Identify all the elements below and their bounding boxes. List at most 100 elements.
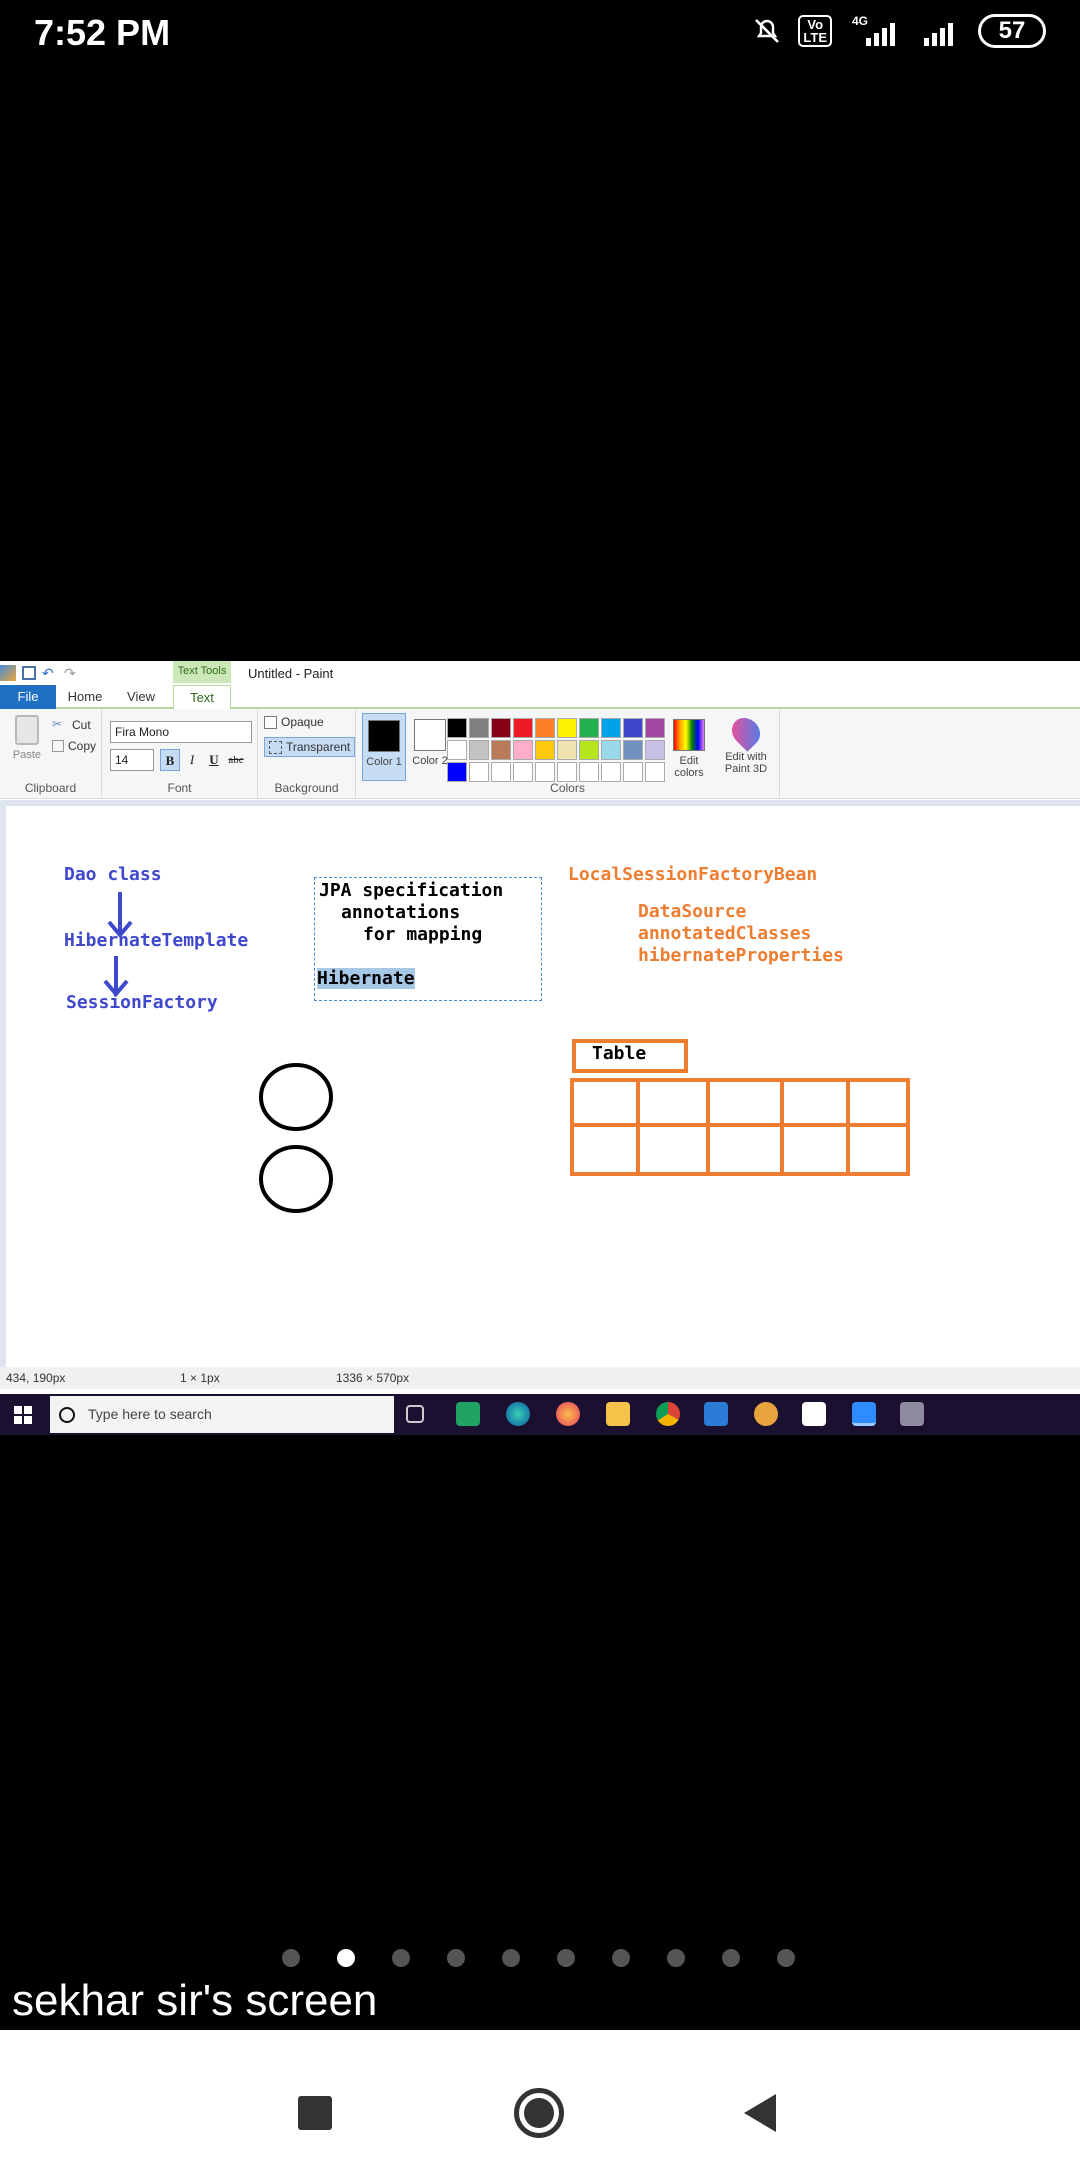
palette-swatch[interactable] [579,718,599,738]
font-group: Fira Mono 14 B I U abc Font [102,709,258,799]
copy-button[interactable]: Copy [52,739,96,753]
copy-label: Copy [68,739,97,753]
recents-button[interactable] [298,2096,332,2130]
cut-button[interactable]: ✂Cut [52,717,91,733]
palette-swatch[interactable] [601,718,621,738]
drawing-canvas[interactable]: Dao class HibernateTemplate SessionFacto… [6,806,1080,1367]
text-box-selection[interactable]: JPA specification annotations for mappin… [314,877,542,1001]
tab-text[interactable]: Text [173,685,231,709]
ribbon: Paste ✂Cut Copy Clipboard Fira Mono 14 B… [0,709,1080,799]
svg-text:4G: 4G [852,14,868,28]
palette-swatch[interactable] [579,740,599,760]
palette-swatch[interactable] [601,762,621,782]
page-dot [722,1949,740,1967]
cut-label: Cut [72,718,91,732]
palette-swatch[interactable] [535,718,555,738]
palette-swatch[interactable] [623,718,643,738]
back-button[interactable] [742,2092,778,2134]
palette-swatch[interactable] [645,718,665,738]
mute-icon [755,19,780,43]
orange-title: LocalSessionFactoryBean [568,864,818,885]
palette-swatch[interactable] [557,740,577,760]
redo-icon[interactable]: ↷ [64,665,76,681]
page-dot [667,1949,685,1967]
down-arrow-icon [107,892,133,939]
color2-button[interactable]: Color 2 [408,713,452,781]
palette-swatch[interactable] [535,762,555,782]
tab-file[interactable]: File [0,685,56,709]
palette-swatch[interactable] [447,740,467,760]
home-button[interactable] [514,2088,564,2138]
palette-swatch[interactable] [535,740,555,760]
status-time: 7:52 PM [34,12,171,53]
transparent-button[interactable]: Transparent [264,737,356,757]
chrome-icon[interactable] [656,1402,680,1426]
palette-swatch[interactable] [469,740,489,760]
palette-swatch[interactable] [557,718,577,738]
circle-shape [259,1145,333,1213]
strikethrough-button[interactable]: abc [228,754,244,766]
android-navbar [0,2030,1080,2160]
paint3d-button[interactable]: Edit with Paint 3D [718,712,774,781]
paint-statusbar: 434, 190px 1 × 1px 1336 × 570px [0,1367,1080,1389]
mail-icon[interactable] [704,1402,728,1426]
opaque-button[interactable]: Opaque [264,715,324,729]
paste-button[interactable]: Paste [10,715,44,761]
windows-start-icon[interactable] [14,1406,32,1424]
save-icon[interactable] [22,666,36,680]
palette-swatch[interactable] [513,718,533,738]
cursor-position: 434, 190px [6,1371,66,1385]
edit-colors-button[interactable]: Edit colors [666,713,712,781]
palette-swatch[interactable] [579,762,599,782]
canvas-size: 1336 × 570px [336,1371,410,1385]
edge-icon[interactable] [506,1402,530,1426]
excel-icon[interactable] [456,1402,480,1426]
italic-button[interactable]: I [189,752,195,767]
ribbon-tabs: File Home View Text [0,685,1080,709]
task-view-icon[interactable] [406,1405,424,1423]
vpn-shield-icon[interactable] [754,1402,778,1426]
rainbow-icon [673,719,705,751]
firefox-icon[interactable] [556,1402,580,1426]
palette-swatch[interactable] [491,740,511,760]
undo-icon[interactable]: ↶ [42,665,54,681]
paint-taskbar-icon[interactable] [900,1402,924,1426]
text-tools-context-tab: Text Tools [173,661,231,683]
palette-swatch[interactable] [447,718,467,738]
palette-swatch[interactable] [469,718,489,738]
font-size-select[interactable]: 14 [110,749,154,771]
screen-caption: sekhar sir's screen [12,1976,378,2025]
palette-swatch[interactable] [491,718,511,738]
search-circle-icon [59,1407,75,1423]
clipboard-group-label: Clipboard [24,781,77,795]
zoom-icon[interactable] [852,1402,876,1426]
palette-swatch[interactable] [557,762,577,782]
font-family-select[interactable]: Fira Mono [110,721,252,743]
page-dot [557,1949,575,1967]
color1-label: Color 1 [366,756,402,768]
underline-button[interactable]: U [209,752,219,767]
tab-view[interactable]: View [127,689,155,704]
palette-swatch[interactable] [513,762,533,782]
bold-button[interactable]: B [160,749,180,771]
palette-swatch[interactable] [601,740,621,760]
page-dot [447,1949,465,1967]
palette-swatch[interactable] [645,740,665,760]
palette-swatch[interactable] [491,762,511,782]
file-explorer-icon[interactable] [606,1402,630,1426]
palette-swatch[interactable] [645,762,665,782]
store-icon[interactable] [802,1402,826,1426]
palette-swatch[interactable] [447,762,467,782]
color1-button[interactable]: Color 1 [362,713,406,781]
paint-app-icon [0,665,16,681]
page-dot [777,1949,795,1967]
palette-swatch[interactable] [469,762,489,782]
palette-swatch[interactable] [513,740,533,760]
taskbar-search[interactable]: Type here to search [50,1396,394,1433]
palette-swatch[interactable] [623,762,643,782]
tab-home[interactable]: Home [67,689,103,704]
palette-swatch[interactable] [623,740,643,760]
background-group: Opaque Transparent Background [258,709,356,799]
